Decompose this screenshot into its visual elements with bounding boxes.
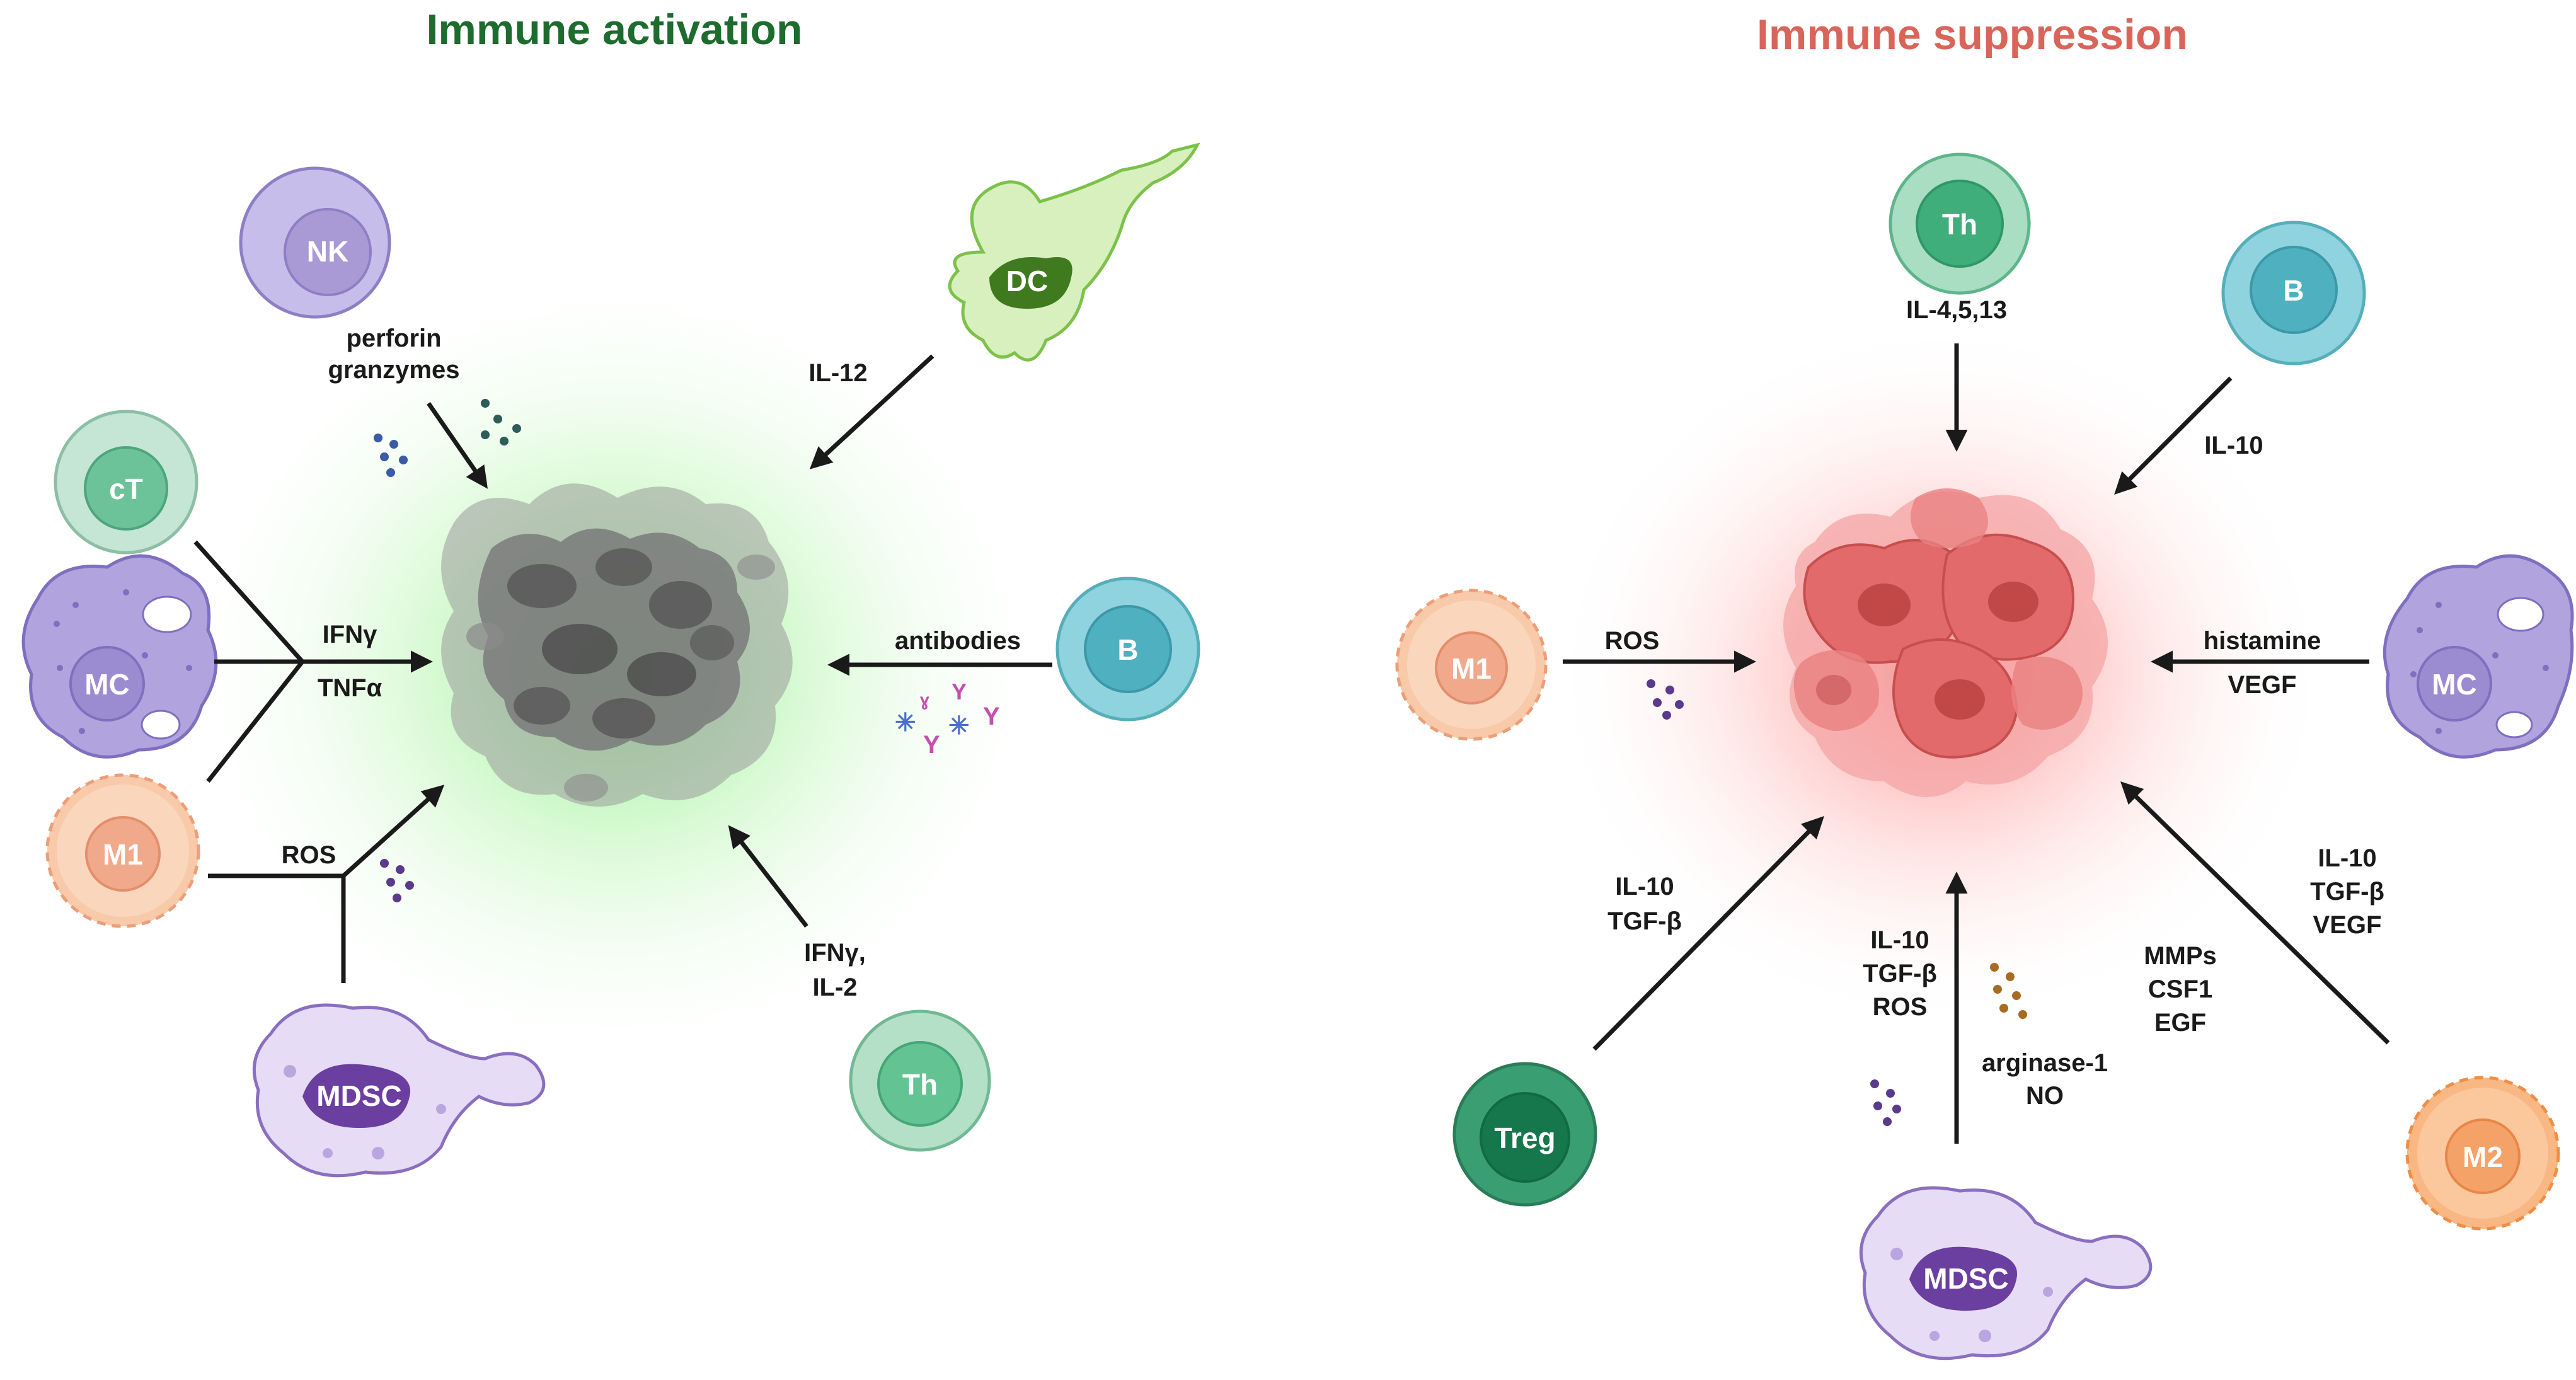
m2a-label-2: TGF-β: [2310, 878, 2384, 906]
activation-title: Immune activation: [426, 6, 802, 54]
mdsc-label-1: IL-10: [1870, 926, 1929, 954]
mc-cell-right: MC: [2383, 554, 2574, 759]
m1-cell-right: M1: [1395, 589, 1548, 741]
m2b-label-2: CSF1: [2148, 975, 2212, 1003]
suppression-panel: Th IL-4,5,13 B IL-10 M1 ROS: [1395, 152, 2574, 1360]
nk-label: NK: [307, 235, 348, 268]
mc-left-label: MC: [84, 668, 130, 701]
vegf-mc-label: VEGF: [2228, 671, 2297, 699]
dc-label: DC: [1006, 265, 1048, 297]
ifng-il2-arrow: [728, 825, 808, 928]
antibody-icons: ✳ ✳ ˠ Y Y Y: [895, 679, 1000, 759]
il12-arrow: [809, 354, 934, 469]
live-tumor-cluster: [1783, 488, 2108, 797]
m2-label: M2: [2463, 1141, 2503, 1173]
m1-cell-left: M1: [45, 773, 200, 928]
dead-tumor-mass: [441, 483, 793, 807]
mdsc-cell-right: MDSC: [1859, 1186, 2153, 1360]
ros-left-label: ROS: [282, 841, 336, 869]
b-cell-right: B: [2221, 221, 2366, 365]
treg-label-2: TGF-β: [1607, 907, 1682, 935]
il10-b-label: IL-10: [2204, 432, 2263, 459]
ifng-label: IFNγ: [323, 621, 377, 648]
svg-text:✳: ✳: [895, 709, 916, 737]
b-cell-left: B: [1055, 577, 1200, 722]
ros-right-label: ROS: [1605, 627, 1660, 655]
mc-cell-left: MC: [21, 554, 218, 759]
dc-cell: DC: [948, 142, 1200, 362]
ros-dots-left: [380, 859, 414, 902]
mdsc-left-label: MDSC: [316, 1079, 401, 1112]
mc-right-label: MC: [2432, 668, 2477, 701]
b-left-label: B: [1117, 633, 1138, 666]
th-cell-right: Th: [1889, 152, 2031, 295]
ros-arrows-left: [208, 785, 445, 983]
no-label: NO: [2026, 1082, 2064, 1110]
suppression-title: Immune suppression: [1757, 11, 2188, 59]
m2-cell: M2: [2405, 1076, 2560, 1231]
perforin-arrow: [427, 402, 488, 489]
il4513-label: IL-4,5,13: [1906, 296, 2007, 324]
nk-cell: NK: [239, 166, 391, 319]
activation-panel: NK perforin granzymes cT MC: [21, 142, 1200, 1178]
ifng-tnfa-arrows: [193, 540, 433, 783]
il10-b-arrow: [2114, 376, 2233, 495]
treg-cell: Treg: [1452, 1062, 1597, 1207]
m1-left-label: M1: [103, 838, 143, 871]
m2b-label-3: EGF: [2154, 1009, 2206, 1037]
svg-text:✳: ✳: [948, 712, 970, 740]
ros-dots-mdsc: [1870, 1079, 1901, 1126]
arginase-dots: [1990, 963, 2027, 1019]
mdsc-cell-left: MDSC: [252, 1003, 546, 1178]
ct-cell: cT: [54, 410, 198, 555]
arginase-label: arginase-1: [1982, 1049, 2108, 1077]
m1-right-label: M1: [1451, 652, 1492, 685]
m2-arrow: [2120, 781, 2390, 1045]
granzymes-label: granzymes: [328, 356, 460, 384]
treg-arrow: [1592, 816, 1824, 1051]
ct-label: cT: [109, 473, 143, 505]
th-cell-left: Th: [849, 1009, 991, 1152]
th-right-label: Th: [1942, 208, 1977, 241]
m2a-label-3: VEGF: [2313, 911, 2382, 939]
b-right-label: B: [2283, 274, 2304, 307]
tnfa-label: TNFα: [318, 674, 382, 702]
mdsc-right-label: MDSC: [1923, 1262, 2008, 1295]
il12-label: IL-12: [808, 359, 867, 387]
mdsc-label-2: TGF-β: [1863, 960, 1937, 987]
ifng-il2-label-b: IL-2: [812, 974, 857, 1001]
m2a-label-1: IL-10: [2318, 844, 2376, 872]
mdsc-label-3: ROS: [1873, 993, 1928, 1021]
perforin-label: perforin: [346, 325, 441, 352]
histamine-label: histamine: [2204, 627, 2321, 655]
svg-text:Y: Y: [952, 679, 967, 704]
ifng-il2-label-a: IFNγ,: [804, 939, 866, 967]
antibodies-label: antibodies: [895, 627, 1021, 655]
treg-label: Treg: [1494, 1122, 1555, 1154]
svg-text:Y: Y: [983, 703, 1000, 730]
m2b-label-1: MMPs: [2144, 942, 2217, 970]
treg-label-1: IL-10: [1615, 873, 1674, 900]
svg-text:Y: Y: [923, 731, 940, 759]
ros-dots-right: [1647, 679, 1684, 720]
svg-text:ˠ: ˠ: [919, 690, 929, 718]
granule-dots: [374, 399, 521, 477]
th-left-label: Th: [902, 1068, 938, 1101]
